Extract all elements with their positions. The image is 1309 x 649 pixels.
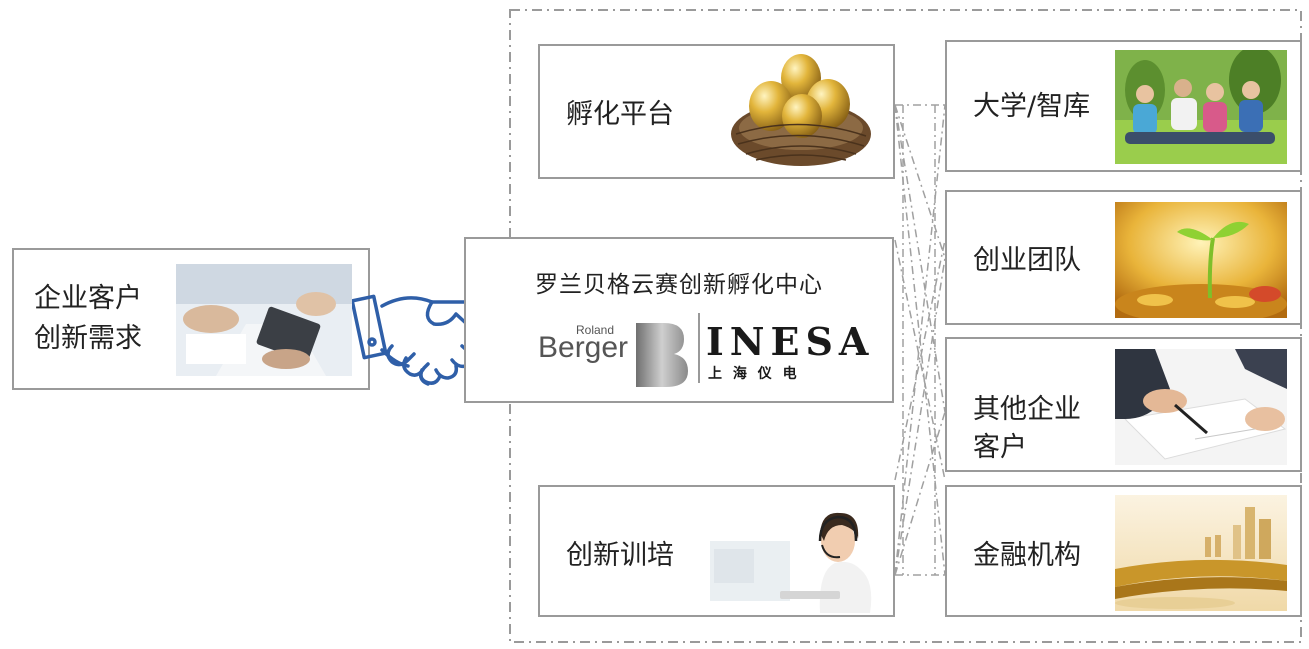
financial-institutions-label: 金融机构 bbox=[973, 540, 1081, 571]
berger-text: Berger bbox=[538, 331, 629, 364]
client-label-line1: 企业客户 bbox=[34, 283, 142, 314]
innovation-training-label: 创新训培 bbox=[566, 540, 674, 571]
innovation-training-box: 创新训培 bbox=[538, 485, 895, 617]
other-clients-box: 其他企业 客户 bbox=[945, 337, 1302, 472]
center-title: 罗兰贝格云赛创新孵化中心 bbox=[535, 272, 823, 298]
office-meeting-image bbox=[176, 264, 352, 376]
gold-bridge-city-image bbox=[1115, 495, 1287, 611]
incubation-platform-box: 孵化平台 bbox=[538, 44, 895, 179]
students-image bbox=[1115, 50, 1287, 164]
inesa-chinese-text: 上 海 仪 电 bbox=[708, 366, 800, 382]
roland-berger-b-mark bbox=[636, 323, 688, 387]
logo-divider bbox=[698, 313, 700, 383]
connector-lines bbox=[894, 104, 946, 576]
golden-eggs-nest-image bbox=[731, 54, 871, 166]
other-clients-label-line1: 其他企业 bbox=[973, 394, 1081, 425]
center-box: 罗兰贝格云赛创新孵化中心 Roland Berger INESA 上 海 仪 电 bbox=[464, 237, 894, 403]
financial-institutions-box: 金融机构 bbox=[945, 485, 1302, 617]
sprout-coins-image bbox=[1115, 202, 1287, 318]
other-clients-label-line2: 客户 bbox=[973, 432, 1027, 463]
university-box: 大学/智库 bbox=[945, 40, 1302, 172]
headset-operator-image bbox=[710, 501, 880, 613]
incubation-platform-label: 孵化平台 bbox=[566, 99, 674, 130]
startup-team-label: 创业团队 bbox=[973, 245, 1081, 276]
signing-contract-image bbox=[1115, 349, 1287, 465]
university-label: 大学/智库 bbox=[973, 91, 1091, 122]
startup-team-box: 创业团队 bbox=[945, 190, 1302, 325]
roland-text: Roland bbox=[576, 323, 615, 337]
inesa-text: INESA bbox=[706, 319, 875, 364]
client-box: 企业客户 创新需求 bbox=[12, 248, 370, 390]
client-label-line2: 创新需求 bbox=[34, 323, 142, 354]
inesa-logo: INESA 上 海 仪 电 bbox=[706, 319, 886, 383]
roland-berger-logo: Roland Berger bbox=[536, 323, 696, 387]
